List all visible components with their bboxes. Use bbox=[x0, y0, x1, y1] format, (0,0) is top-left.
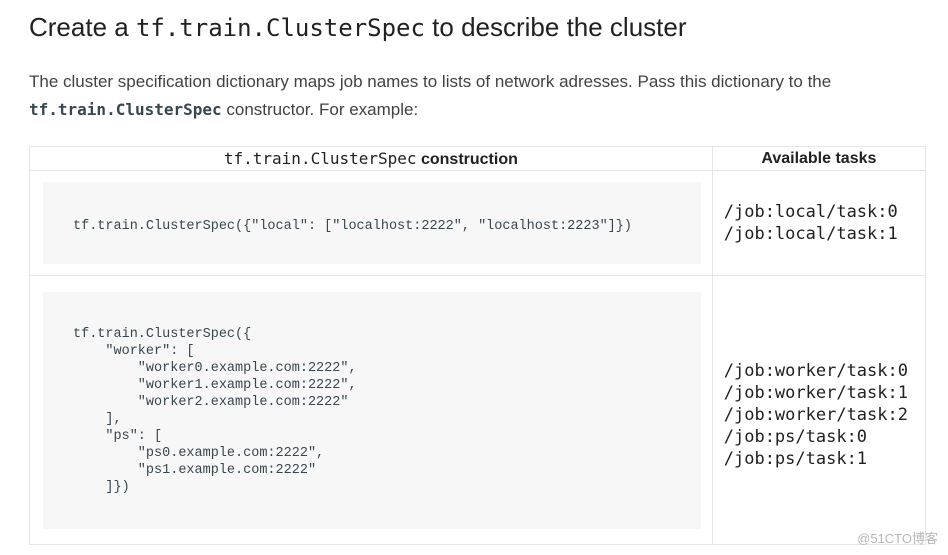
header-construction: tf.train.ClusterSpec construction bbox=[29, 146, 713, 171]
intro-text-after: constructor. For example: bbox=[221, 100, 419, 119]
task-item: /job:worker/task:0 bbox=[723, 361, 908, 381]
task-item: /job:ps/task:1 bbox=[723, 449, 868, 469]
watermark: @51CTO博客 bbox=[857, 531, 938, 546]
tasks-cell: /job:local/task:0 /job:local/task:1 bbox=[711, 170, 927, 276]
code-block: tf.train.ClusterSpec({ "worker": [ "work… bbox=[43, 291, 701, 529]
construction-cell: tf.train.ClusterSpec({"local": ["localho… bbox=[29, 170, 713, 276]
intro-code: tf.train.ClusterSpec bbox=[29, 100, 222, 119]
table-row: tf.train.ClusterSpec({ "worker": [ "work… bbox=[29, 275, 927, 545]
header-available-tasks: Available tasks bbox=[711, 146, 927, 171]
intro-text-before: The cluster specification dictionary map… bbox=[29, 72, 832, 91]
header-construction-text: construction bbox=[416, 150, 518, 168]
task-item: /job:ps/task:0 bbox=[723, 427, 868, 447]
code-block: tf.train.ClusterSpec({"local": ["localho… bbox=[43, 182, 701, 264]
task-item: /job:local/task:1 bbox=[723, 224, 898, 244]
table-row: tf.train.ClusterSpec({"local": ["localho… bbox=[29, 170, 927, 276]
task-item: /job:local/task:0 bbox=[723, 202, 898, 222]
heading-code: tf.train.ClusterSpec bbox=[135, 14, 425, 42]
construction-cell: tf.train.ClusterSpec({ "worker": [ "work… bbox=[29, 275, 713, 545]
intro-paragraph: The cluster specification dictionary map… bbox=[29, 68, 929, 124]
heading-suffix: to describe the cluster bbox=[424, 12, 687, 42]
task-item: /job:worker/task:2 bbox=[723, 405, 908, 425]
section-heading: Create a tf.train.ClusterSpec to describ… bbox=[29, 10, 687, 45]
heading-prefix: Create a bbox=[29, 12, 136, 42]
cluster-spec-table: tf.train.ClusterSpec construction Availa… bbox=[29, 146, 927, 545]
tasks-cell: /job:worker/task:0 /job:worker/task:1 /j… bbox=[711, 275, 927, 545]
table-header-row: tf.train.ClusterSpec construction Availa… bbox=[29, 146, 927, 171]
header-construction-code: tf.train.ClusterSpec bbox=[223, 148, 417, 168]
task-item: /job:worker/task:1 bbox=[723, 383, 908, 403]
